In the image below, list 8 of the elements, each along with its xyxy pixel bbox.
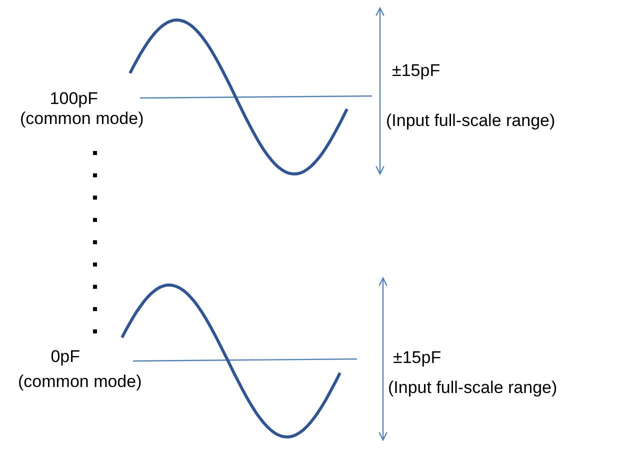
mode-label: (common mode) bbox=[20, 109, 144, 129]
mode-label: (common mode) bbox=[18, 372, 142, 392]
range-description: (Input full-scale range) bbox=[388, 378, 558, 398]
value-label: 0pF bbox=[50, 347, 80, 367]
range-label: ±15pF bbox=[392, 61, 440, 81]
value-label: 100pF bbox=[50, 89, 98, 109]
range-description: (Input full-scale range) bbox=[386, 111, 556, 131]
range-label: ±15pF bbox=[393, 348, 442, 368]
